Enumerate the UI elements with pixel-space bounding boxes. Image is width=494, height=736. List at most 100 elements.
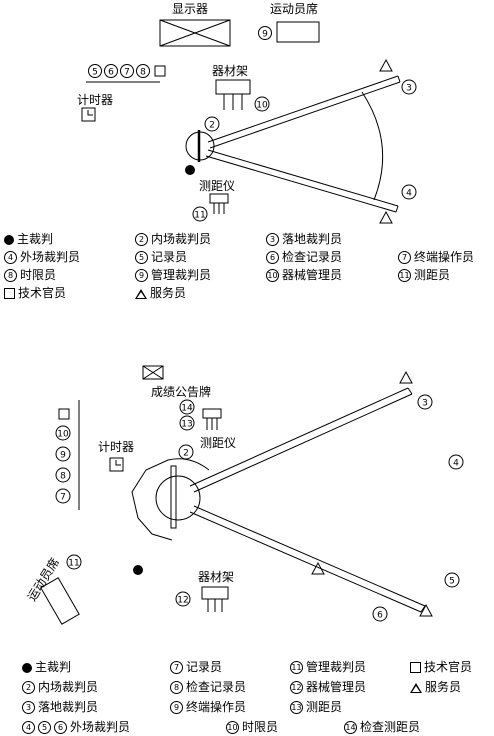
timer-icon <box>81 107 96 122</box>
official-circle <box>179 399 195 415</box>
tech-official-square <box>4 288 15 299</box>
athlete-seat-num: 9 <box>262 30 268 40</box>
tech-official-square <box>410 662 421 673</box>
legend-text: 终端操作员 <box>414 250 475 264</box>
official-circle: 6 <box>54 721 67 734</box>
official-circle: 2 <box>135 233 148 246</box>
legend-text: 终端操作员 <box>186 700 247 714</box>
official-circle <box>179 415 195 431</box>
edm-num: 11 <box>194 211 205 221</box>
service-triangle <box>410 682 422 693</box>
display-board <box>159 19 231 47</box>
official-circle: 4 <box>22 721 35 734</box>
legend-text: 内场裁判员 <box>38 680 99 694</box>
service-triangle <box>379 58 393 72</box>
group-num: 7 <box>124 68 130 78</box>
service-triangle <box>135 288 147 299</box>
legend-text: 器械管理员 <box>306 680 367 694</box>
official-circle <box>55 467 71 483</box>
legend-text: 外场裁判员 <box>20 250 81 264</box>
group-num: 5 <box>92 68 98 78</box>
official-circle <box>372 606 388 622</box>
official-circle <box>444 572 460 588</box>
legend-item: 主裁判 <box>4 232 53 246</box>
equipment-num: 12 <box>177 596 188 606</box>
far-judge-num: 6 <box>377 611 383 621</box>
official-circle: 9 <box>170 701 183 714</box>
official-circle: 5 <box>38 721 51 734</box>
edm-label: 测距仪 <box>200 436 236 450</box>
legend-text: 管理裁判员 <box>306 660 367 674</box>
group-num: 8 <box>140 68 146 78</box>
column-num: 9 <box>60 451 66 461</box>
official-circle: 3 <box>22 701 35 714</box>
official-circle: 5 <box>135 251 148 264</box>
legend-text: 主裁判 <box>17 232 54 246</box>
official-group-5-8 <box>86 64 166 83</box>
legend-text: 服务员 <box>150 286 187 300</box>
official-circle <box>401 184 417 200</box>
legend-item: 服务员 <box>135 286 186 300</box>
official-circle: 13 <box>290 701 303 714</box>
legend-text: 测距员 <box>414 268 451 282</box>
legend-item: 技术官员 <box>4 286 66 300</box>
legend-text: 记录员 <box>186 660 223 674</box>
equipment-rack-icon <box>215 79 251 110</box>
official-circle: 7 <box>170 661 183 674</box>
legend-text: 落地裁判员 <box>282 232 343 246</box>
timer-label: 计时器 <box>77 93 113 107</box>
official-circle: 10 <box>266 269 279 282</box>
official-circle: 4 <box>4 251 17 264</box>
chief-judge-dot <box>4 234 14 245</box>
timer-label: 计时器 <box>98 440 134 454</box>
chief-judge-dot <box>22 662 32 673</box>
official-circle <box>254 96 270 112</box>
sector-lines <box>205 75 401 213</box>
legend-text: 服务员 <box>425 680 462 694</box>
scoreboard-icon <box>142 365 164 380</box>
official-circle: 8 <box>170 681 183 694</box>
legend-item: 技术官员 <box>410 660 472 674</box>
chief-judge-dot <box>185 165 195 175</box>
official-circle: 8 <box>4 269 17 282</box>
sector-lines <box>189 387 426 613</box>
mid-judge-num: 4 <box>453 459 459 469</box>
official-circle: 2 <box>22 681 35 694</box>
athlete-seat-num: 11 <box>68 559 79 569</box>
official-circle <box>401 79 417 95</box>
edm-num: 14 <box>181 404 193 414</box>
legend-text: 时限员 <box>20 268 57 282</box>
official-circle <box>55 425 71 441</box>
official-circle <box>258 26 272 40</box>
legend-text: 时限员 <box>242 720 279 734</box>
official-circle: 11 <box>290 661 303 674</box>
inner-judge-num: 2 <box>209 121 215 131</box>
official-circle: 12 <box>290 681 303 694</box>
scoreboard-label: 成绩公告牌 <box>151 385 211 399</box>
legend-text: 检查记录员 <box>186 680 247 694</box>
athlete-seat-label: 运动员席 <box>270 1 318 16</box>
legend-text: 落地裁判员 <box>38 700 99 714</box>
edm-icon <box>202 408 222 430</box>
legend-text: 管理裁判员 <box>151 268 212 282</box>
legend-text: 检查记录员 <box>282 250 343 264</box>
column-num: 7 <box>60 493 66 503</box>
athlete-seat-box <box>40 577 80 625</box>
official-circle <box>55 488 71 504</box>
equipment-label: 器材架 <box>198 570 234 584</box>
legend-text: 技术官员 <box>424 660 473 674</box>
